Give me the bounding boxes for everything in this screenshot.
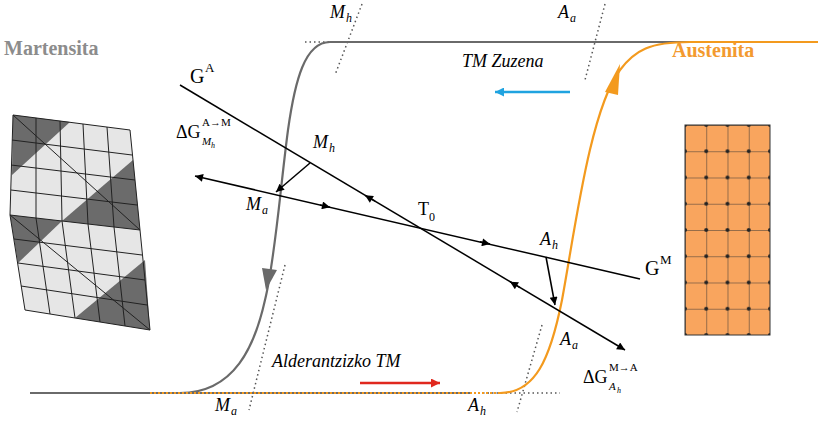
subscript: a bbox=[262, 204, 268, 216]
subscript: 0 bbox=[429, 211, 435, 223]
temperature-symbol: A bbox=[558, 3, 569, 21]
line-arrow bbox=[510, 282, 520, 288]
dotted-tangent bbox=[517, 325, 542, 412]
line-arrow bbox=[320, 205, 330, 207]
martensite-lattice bbox=[10, 115, 150, 330]
subscript: h bbox=[346, 12, 352, 24]
lattice-lines bbox=[10, 115, 150, 330]
temperature-symbol: M bbox=[215, 396, 230, 414]
curve-arrowhead bbox=[605, 64, 620, 95]
gm-line bbox=[195, 176, 640, 279]
reverse-curve bbox=[500, 42, 818, 393]
direction-label: TM Zuzena bbox=[462, 52, 544, 70]
energy-symbol: G bbox=[190, 66, 204, 86]
subscript: h bbox=[211, 142, 215, 150]
energy-lines bbox=[180, 85, 640, 350]
subscript: a bbox=[231, 405, 237, 417]
superscript: M bbox=[660, 253, 672, 266]
dotted-guide bbox=[150, 392, 560, 394]
forward-arrow bbox=[495, 91, 570, 94]
phase-label: Martensita bbox=[4, 38, 98, 58]
energy-difference: ΔG bbox=[176, 123, 201, 141]
reverse-curve-dotted bbox=[150, 392, 500, 394]
lattice-ground bbox=[10, 115, 150, 330]
temperature-symbol: M bbox=[313, 133, 328, 151]
direction-label: Alderantzizko TM bbox=[272, 352, 401, 370]
line-arrow bbox=[480, 242, 490, 244]
energy-symbol: G bbox=[645, 258, 659, 278]
reverse-arrow bbox=[360, 382, 440, 385]
subscript: a bbox=[572, 339, 578, 351]
subscript: a bbox=[570, 12, 576, 24]
subscript: A bbox=[609, 381, 616, 392]
superscript: A bbox=[205, 61, 214, 74]
subscript: h bbox=[329, 142, 335, 154]
curve-arrowhead bbox=[262, 268, 277, 290]
subscript: h bbox=[617, 387, 621, 395]
superscript: M→A bbox=[609, 362, 638, 373]
subscript: h bbox=[552, 239, 558, 251]
austenite-lattice bbox=[685, 125, 770, 335]
temperature-symbol: M bbox=[246, 195, 261, 213]
temperature-symbol: A bbox=[540, 230, 551, 248]
temperature-symbol: A bbox=[560, 330, 571, 348]
subscript: h bbox=[480, 405, 486, 417]
guide-lines bbox=[150, 4, 720, 412]
delta-g-arrow bbox=[276, 163, 310, 192]
superscript: A→M bbox=[202, 117, 231, 128]
temperature-symbol: A bbox=[468, 396, 479, 414]
line-arrow bbox=[365, 195, 375, 201]
temperature-symbol: M bbox=[330, 3, 345, 21]
phase-label: Austenita bbox=[672, 40, 754, 60]
forward-curve bbox=[30, 42, 720, 393]
ga-line bbox=[180, 85, 625, 350]
subscript: M bbox=[202, 136, 211, 147]
delta-g-arrow bbox=[546, 257, 555, 305]
temperature-symbol: T bbox=[418, 200, 429, 218]
energy-difference: ΔG bbox=[583, 368, 608, 386]
